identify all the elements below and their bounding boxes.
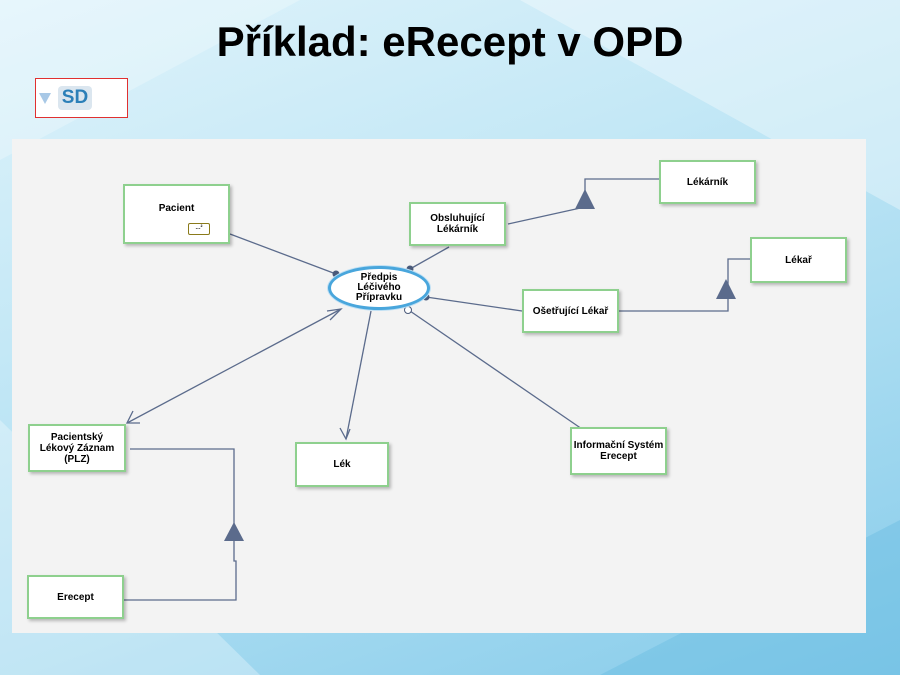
object-label: Pacientský Lékový Záznam (PLZ) (39, 431, 115, 465)
object-plz[interactable]: Pacientský Lékový Záznam (PLZ) (28, 424, 126, 472)
process-label: Předpis Léčivého Přípravku (355, 272, 403, 303)
object-label: Erecept (57, 591, 94, 603)
generalization-triangle-lekar (716, 279, 736, 299)
object-lekar[interactable]: Lékař (750, 237, 847, 283)
link-plz-erecept (124, 448, 237, 601)
process-predpis-lecive-pripravku[interactable]: Předpis Léčivého Přípravku (328, 266, 430, 310)
slide-title: Příklad: eRecept v OPD (216, 18, 684, 65)
generalization-triangle-lekarnik (575, 189, 595, 209)
sd-label: SD (58, 86, 92, 110)
sd-selector[interactable]: SD (35, 78, 128, 118)
object-label: Informační Systém Erecept (573, 440, 664, 462)
arrowhead-lek-end (339, 427, 351, 441)
object-lekarnik[interactable]: Lékárník (659, 160, 756, 204)
link-process-osetrujici (425, 296, 523, 312)
link-obsluhujici-process (409, 246, 450, 270)
arrowhead-plz-end (125, 410, 140, 424)
object-obsluhujici-lekarnik[interactable]: Obsluhující Lékárník (409, 202, 506, 246)
link-process-informacni (409, 310, 583, 430)
expand-triangle-icon[interactable] (39, 93, 51, 104)
link-pacient-process (229, 233, 337, 275)
object-label: Pacient (158, 202, 195, 214)
link-process-plz (126, 308, 342, 424)
object-label: Lékárník (686, 176, 729, 188)
object-erecept[interactable]: Erecept (27, 575, 124, 619)
pacient-badge[interactable]: ...² (188, 223, 210, 235)
object-label: Ošetřující Lékař (532, 305, 609, 317)
object-lek[interactable]: Lék (295, 442, 389, 487)
link-process-lek (345, 310, 372, 440)
generalization-triangle-plz (224, 522, 244, 541)
object-label: Lékař (785, 254, 812, 266)
link-osetrujici-lekar (619, 258, 750, 312)
object-osetrujici-lekar[interactable]: Ošetřující Lékař (522, 289, 619, 333)
object-informacni-system[interactable]: Informační Systém Erecept (570, 427, 667, 475)
object-pacient[interactable]: Pacient ...² (123, 184, 230, 244)
endpoint-informacni (404, 306, 412, 314)
opd-diagram-canvas: Předpis Léčivého Přípravku Pacient ...² … (12, 139, 866, 633)
arrowhead-process-end (326, 308, 343, 321)
diagram-links (124, 178, 750, 601)
object-label: Lék (333, 459, 351, 470)
object-label: Obsluhující Lékárník (430, 213, 485, 235)
